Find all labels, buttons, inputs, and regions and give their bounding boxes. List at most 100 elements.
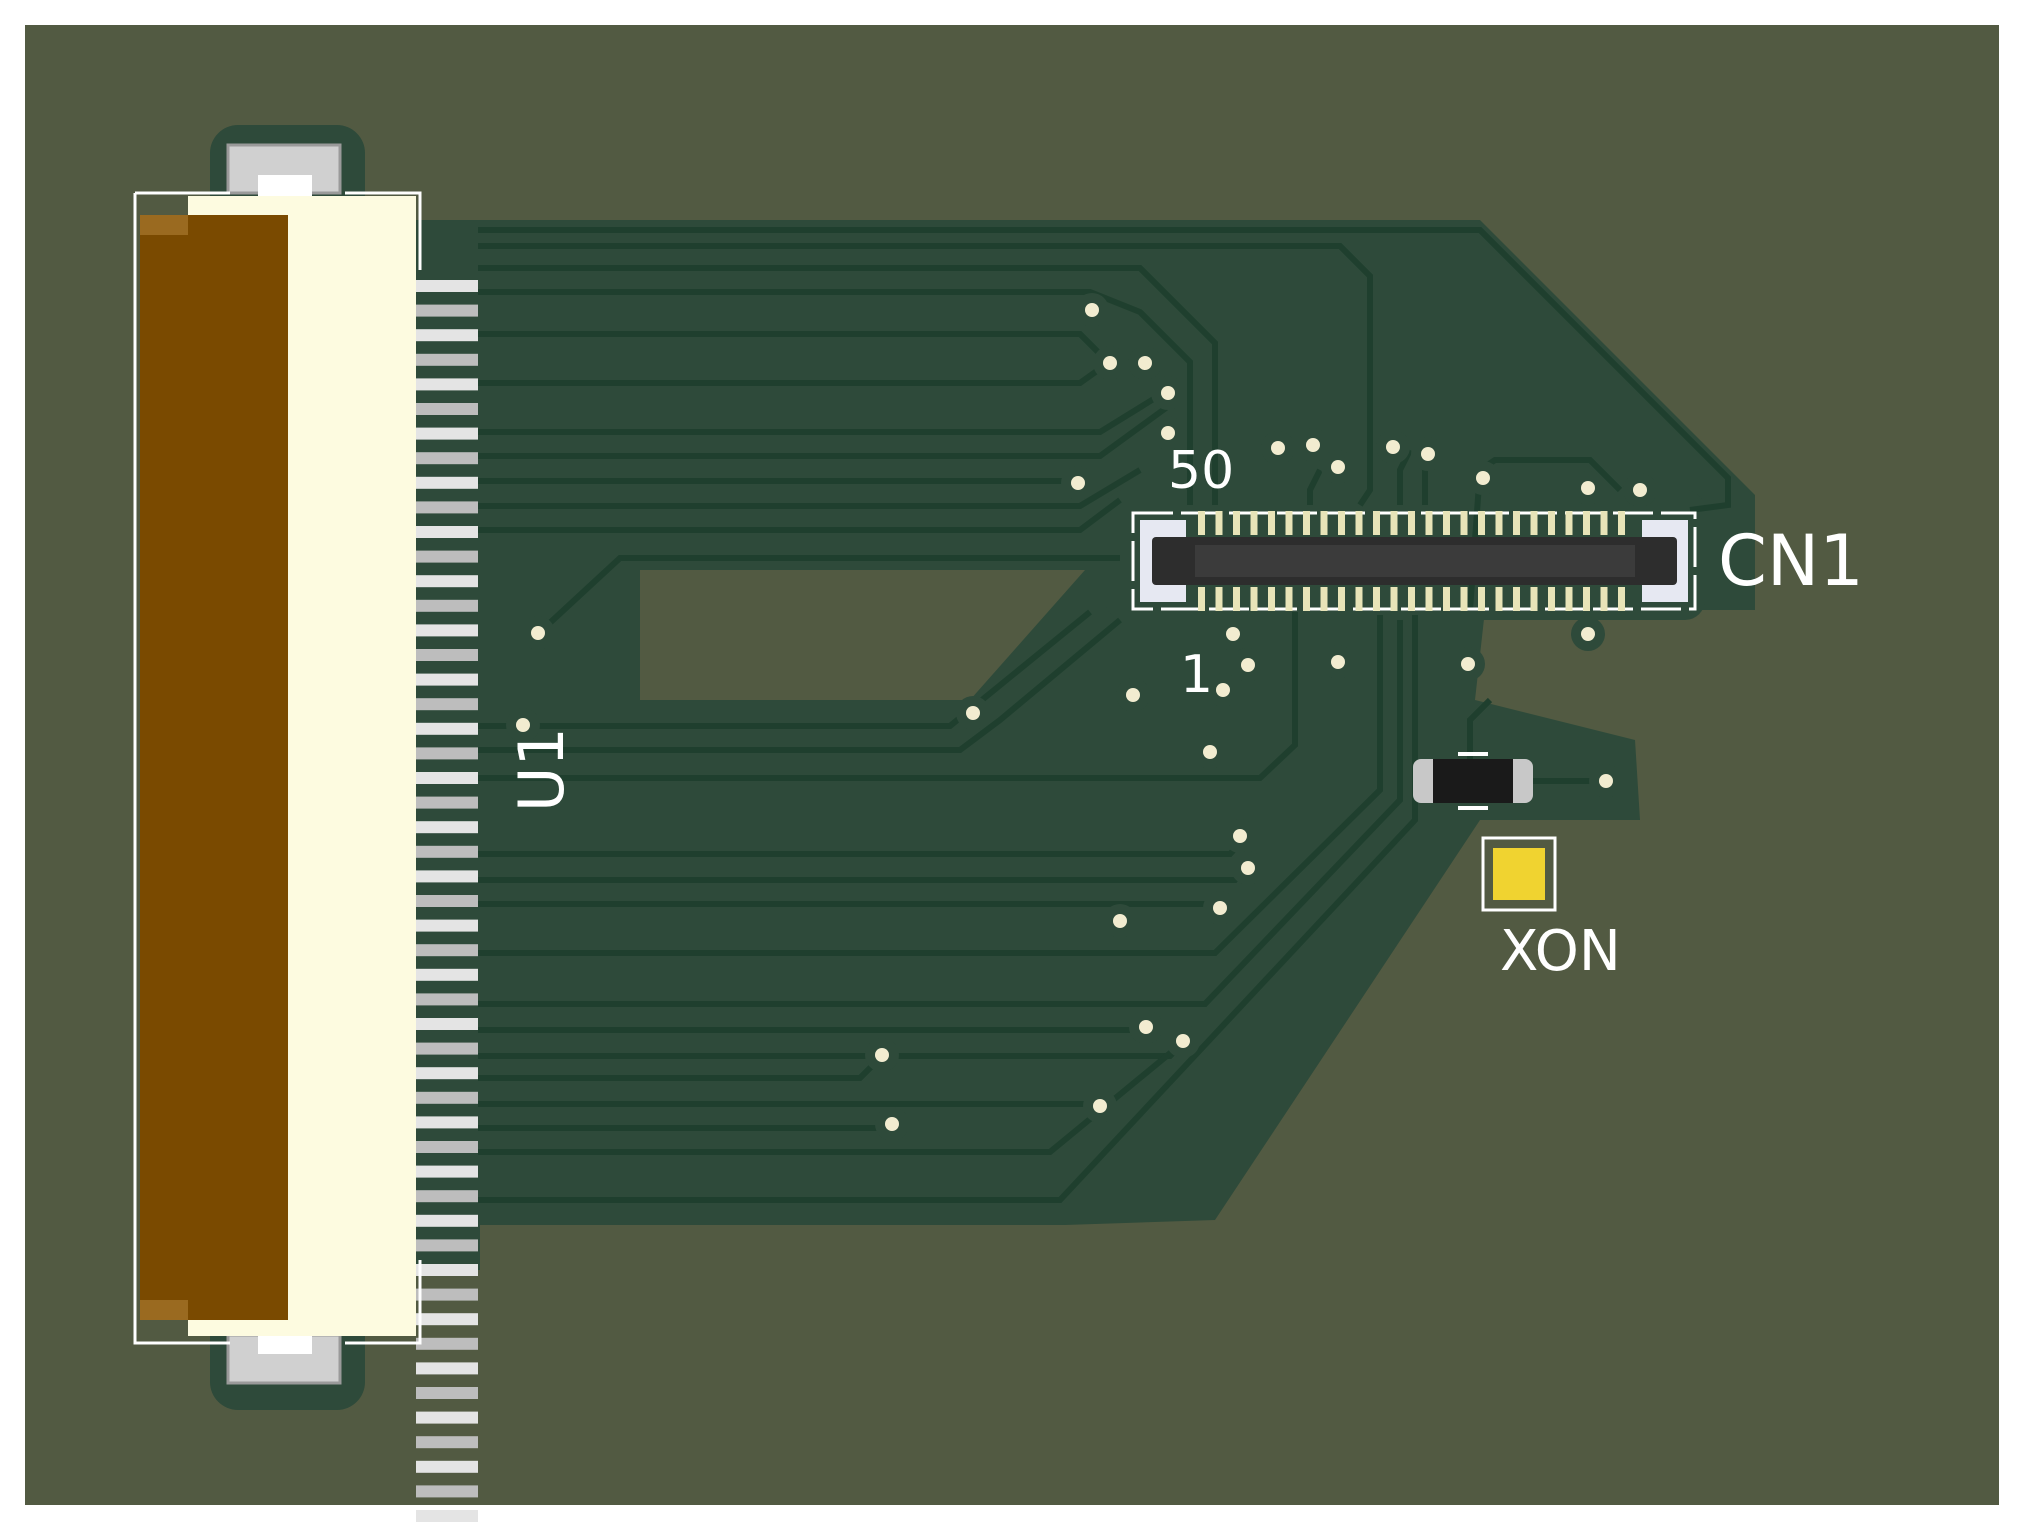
u1-pin: [416, 1288, 478, 1301]
u1-pin: [416, 1141, 478, 1153]
via: [875, 1048, 889, 1062]
cn1-pin: [1268, 587, 1275, 611]
u1-pin: [416, 403, 478, 415]
u1-pin: [416, 673, 478, 686]
signal-trace: [478, 389, 1167, 435]
cn1-pin: [1425, 587, 1433, 611]
cn1-pin: [1443, 587, 1450, 611]
signal-trace: [1467, 457, 1623, 611]
u1-pin: [416, 1018, 478, 1030]
u1-pin: [416, 870, 478, 883]
via: [1241, 861, 1255, 875]
u1-pin: [416, 1165, 478, 1178]
fpc-connector-u1: [133, 143, 478, 1522]
cn1-pin: [1373, 511, 1380, 535]
smd-resistor: [1413, 752, 1533, 810]
cn1-designator: CN1: [1718, 520, 1864, 602]
u1-pin: [416, 772, 478, 784]
signal-trace: [478, 617, 1122, 753]
cn1-pin: [1548, 587, 1555, 611]
cn1-pin: [1268, 511, 1275, 535]
via: [1421, 447, 1435, 461]
signal-trace: [478, 620, 1403, 1007]
cn1-pin: [1285, 587, 1293, 611]
u1-pin: [416, 722, 478, 735]
via: [1581, 627, 1595, 641]
u1-pin: [416, 526, 478, 538]
u1-pin: [416, 501, 478, 514]
u1-pin: [416, 1042, 478, 1055]
u1-pin: [416, 821, 478, 834]
u1-pin: [416, 427, 478, 440]
via: [1226, 627, 1240, 641]
via: [516, 718, 530, 732]
u1-pin: [416, 944, 478, 957]
u1-pin: [416, 624, 478, 637]
via: [1476, 471, 1490, 485]
cn1-pin: [1338, 587, 1345, 611]
via: [1176, 1034, 1190, 1048]
cn1-pin: [1460, 587, 1468, 611]
cn1-pin: [1495, 511, 1503, 535]
signal-trace: [478, 289, 1193, 505]
cn1-pin: [1565, 511, 1573, 535]
u1-pin: [416, 550, 478, 563]
u1-pin: [416, 280, 478, 292]
cn1-pin: [1198, 587, 1205, 611]
cn1-pin: [1583, 587, 1590, 611]
cn1-pin: [1355, 511, 1363, 535]
via: [1138, 356, 1152, 370]
via: [1386, 440, 1400, 454]
cn1-pin: [1460, 511, 1468, 535]
u1-mount-tab-bottom: [226, 1333, 342, 1385]
u1-pin: [416, 476, 478, 489]
signal-trace: [478, 467, 1142, 509]
via: [1461, 657, 1475, 671]
cn1-pin: [1233, 511, 1240, 535]
signal-trace: [478, 609, 1092, 729]
cn1-pin: [1250, 511, 1258, 535]
signal-trace: [478, 612, 1298, 781]
u1-pin: [416, 919, 478, 932]
u1-pin: [416, 1116, 478, 1129]
signal-trace: [478, 243, 1373, 507]
u1-pin: [416, 599, 478, 612]
signal-trace: [478, 1042, 1182, 1155]
xon-designator: XON: [1500, 919, 1621, 984]
via: [1599, 774, 1613, 788]
cn1-pin: [1583, 511, 1590, 535]
signal-trace: [478, 265, 1218, 505]
cn1-pin: [1600, 587, 1608, 611]
u1-pin: [416, 1190, 478, 1203]
u1-pin: [416, 1239, 478, 1252]
via: [1216, 683, 1230, 697]
u1-pin: [416, 796, 478, 809]
via: [1581, 481, 1595, 495]
signal-trace: [478, 227, 1731, 513]
via: [1161, 386, 1175, 400]
cn1-pin: [1233, 587, 1240, 611]
u1-pin: [416, 304, 478, 317]
cn1-pin: [1303, 587, 1310, 611]
u1-pins: [416, 280, 478, 1522]
via: [1161, 426, 1175, 440]
u1-pin: [416, 1067, 478, 1080]
cn1-pin: [1513, 587, 1520, 611]
via: [531, 626, 545, 640]
u1-pin: [416, 1387, 478, 1399]
u1-pin: [416, 845, 478, 858]
cn1-pin: [1530, 511, 1538, 535]
u1-silk-outline: [133, 191, 422, 1345]
cn1-pin: [1390, 587, 1398, 611]
u1-pin: [416, 378, 478, 391]
via: [1103, 356, 1117, 370]
cn1-pin: [1303, 511, 1310, 535]
u1-designator: U1: [505, 727, 578, 812]
via: [1203, 745, 1217, 759]
cn1-pin: [1215, 587, 1223, 611]
xon-test-pad: [1481, 836, 1557, 912]
cn1-pin: [1618, 511, 1625, 535]
via: [1241, 658, 1255, 672]
u1-pin: [416, 452, 478, 465]
